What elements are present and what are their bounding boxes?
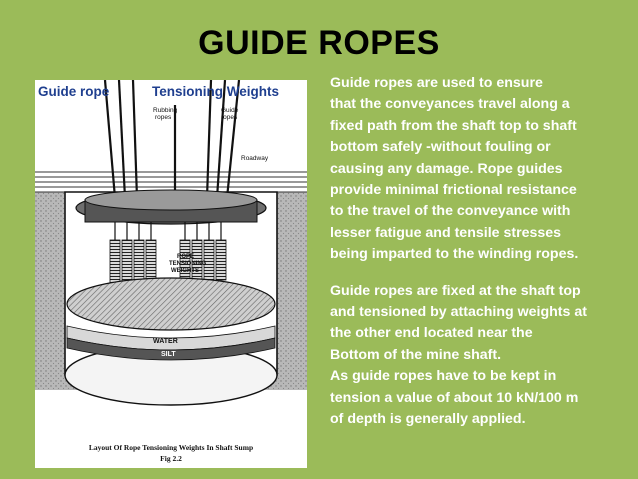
slide-title: GUIDE ROPES [0, 24, 638, 63]
sump-floor [67, 278, 275, 330]
tensioning-weights-label: Tensioning Weights [152, 84, 279, 99]
figure-number: Fig 2.2 [160, 454, 182, 463]
paragraph-1: Guide ropes are used to ensure that the … [330, 73, 630, 266]
silt-label: SILT [161, 351, 176, 358]
body-text: Guide ropes are used to ensure that the … [330, 73, 630, 431]
water-label: WATER [153, 338, 178, 345]
guide-rope-label: Guide rope [38, 84, 109, 99]
figure-caption: Layout Of Rope Tensioning Weights In Sha… [89, 443, 253, 452]
roadway-layers [35, 172, 307, 192]
paragraph-2: Guide ropes are fixed at the shaft top a… [330, 281, 630, 431]
roadway-label: Roadway [241, 155, 269, 162]
